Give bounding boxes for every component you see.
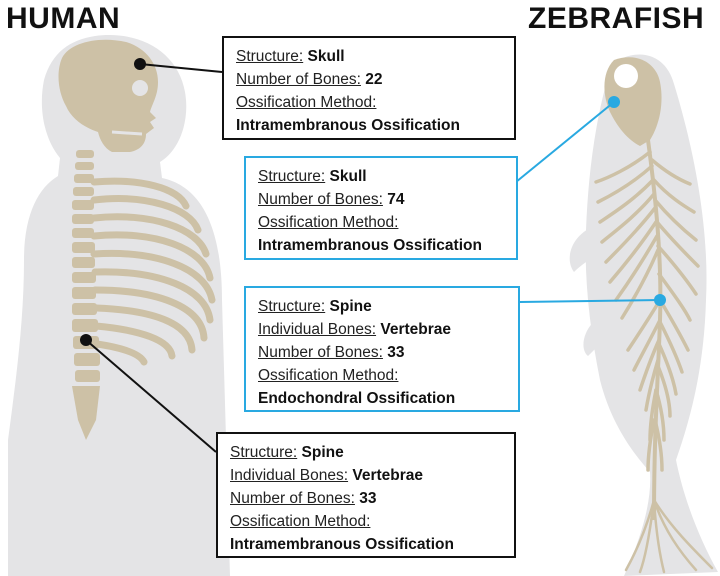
- structure-label: Structure:: [236, 48, 304, 65]
- individual-row: Individual Bones: Vertebrae: [230, 464, 502, 487]
- number-value: 33: [359, 490, 377, 507]
- method-value: Endochondral Ossification: [258, 390, 456, 407]
- zebrafish-pelvic-fin: [583, 318, 612, 356]
- structure-value: Skull: [329, 168, 367, 185]
- structure-row: Structure: Spine: [230, 441, 502, 464]
- method-label-row: Ossification Method:: [258, 364, 506, 387]
- zebrafish-title: ZEBRAFISH: [528, 2, 705, 35]
- dot-fish-skull: [608, 96, 620, 108]
- individual-value: Vertebrae: [380, 321, 452, 338]
- structure-label: Structure:: [230, 444, 298, 461]
- dot-human-skull: [134, 58, 146, 70]
- structure-row: Structure: Spine: [258, 295, 506, 318]
- human-jaw-line: [111, 130, 143, 136]
- structure-label: Structure:: [258, 168, 326, 185]
- connector-human-spine: [85, 339, 217, 453]
- number-label: Number of Bones:: [258, 191, 383, 208]
- method-label: Ossification Method:: [258, 367, 399, 384]
- individual-label: Individual Bones:: [230, 467, 349, 484]
- human-skull: [58, 39, 158, 153]
- human-rib-cage: [90, 177, 216, 366]
- structure-row: Structure: Skull: [236, 45, 502, 68]
- structure-value: Skull: [307, 48, 345, 65]
- zebrafish-spine-info-box: Structure: Spine Individual Bones: Verte…: [244, 286, 520, 412]
- number-row: Number of Bones: 33: [230, 487, 502, 510]
- method-label-row: Ossification Method:: [230, 510, 502, 533]
- number-value: 33: [387, 344, 405, 361]
- individual-value: Vertebrae: [352, 467, 424, 484]
- connector-fish-spine: [519, 299, 661, 303]
- number-label: Number of Bones:: [258, 344, 383, 361]
- zebrafish-tail-rays: [624, 498, 714, 574]
- zebrafish-eye-socket: [614, 64, 638, 88]
- number-label: Number of Bones:: [236, 71, 361, 88]
- zebrafish-skull-info-box: Structure: Skull Number of Bones: 74 Oss…: [244, 156, 518, 260]
- structure-value: Spine: [329, 298, 372, 315]
- method-value: Intramembranous Ossification: [230, 536, 454, 553]
- method-label-row: Ossification Method:: [236, 91, 502, 114]
- connector-fish-skull: [515, 101, 615, 183]
- number-row: Number of Bones: 74: [258, 188, 504, 211]
- individual-label: Individual Bones:: [258, 321, 377, 338]
- human-body-silhouette: [8, 35, 230, 576]
- number-value: 22: [365, 71, 383, 88]
- human-title: HUMAN: [6, 2, 121, 35]
- method-label: Ossification Method:: [230, 513, 371, 530]
- method-value: Intramembranous Ossification: [236, 117, 460, 134]
- structure-label: Structure:: [258, 298, 326, 315]
- number-label: Number of Bones:: [230, 490, 355, 507]
- zebrafish-ribs: [594, 150, 700, 472]
- structure-value: Spine: [301, 444, 344, 461]
- method-value: Intramembranous Ossification: [258, 237, 482, 254]
- number-row: Number of Bones: 22: [236, 68, 502, 91]
- number-row: Number of Bones: 33: [258, 341, 506, 364]
- number-value: 74: [387, 191, 405, 208]
- method-label: Ossification Method:: [236, 94, 377, 111]
- method-label-row: Ossification Method:: [258, 211, 504, 234]
- human-eye-socket: [132, 80, 148, 96]
- human-skull-info-box: Structure: Skull Number of Bones: 22 Oss…: [222, 36, 516, 140]
- individual-row: Individual Bones: Vertebrae: [258, 318, 506, 341]
- structure-row: Structure: Skull: [258, 165, 504, 188]
- human-spine-info-box: Structure: Spine Individual Bones: Verte…: [216, 432, 516, 558]
- zebrafish-pectoral-fin: [569, 228, 604, 272]
- dot-fish-spine: [654, 294, 666, 306]
- dot-human-spine: [80, 334, 92, 346]
- method-label: Ossification Method:: [258, 214, 399, 231]
- connector-human-skull: [139, 63, 223, 73]
